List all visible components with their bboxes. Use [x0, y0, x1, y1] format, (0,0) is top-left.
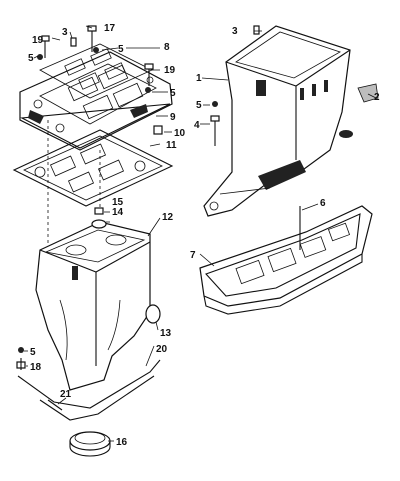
upper-housing	[203, 25, 353, 217]
callout-4: 4	[194, 120, 200, 131]
washer-5-housing	[212, 101, 218, 107]
clip-21	[47, 399, 63, 411]
callout-3: 3	[62, 27, 68, 38]
bolt-18	[16, 358, 26, 370]
dowel-pin-3-right	[253, 25, 260, 35]
bolt-4	[210, 115, 220, 146]
washer-5-top	[93, 47, 99, 53]
callout-6: 6	[320, 198, 326, 209]
callout-10: 10	[174, 128, 186, 139]
callout-16: 16	[116, 437, 128, 448]
oil-pan	[199, 205, 373, 315]
callout-5: 5	[28, 53, 34, 64]
callout-17: 17	[104, 23, 116, 34]
seal-strip-20	[17, 359, 161, 421]
callout-15: 15	[112, 197, 124, 208]
plug-10	[153, 125, 163, 135]
callout-9: 9	[170, 112, 176, 123]
callout-5: 5	[170, 88, 176, 99]
callout-5: 5	[118, 44, 124, 55]
callout-labels: 19 3 17 5 5 8 19 5 9 10 11 1 3 2 5 4 6 7…	[28, 23, 380, 448]
cover-2	[357, 83, 379, 103]
callout-7: 7	[190, 250, 196, 261]
plug-13	[145, 304, 161, 324]
screw-15	[94, 207, 104, 215]
bolt-19-right	[144, 63, 154, 86]
bolt-17	[87, 25, 97, 52]
callout-19: 19	[32, 35, 44, 46]
callout-13: 13	[160, 328, 172, 339]
dowel-pin-3	[70, 37, 77, 47]
callout-20: 20	[156, 344, 168, 355]
callout-8: 8	[164, 42, 170, 53]
driveshaft-housing	[35, 221, 151, 391]
lower-gasket	[12, 129, 174, 207]
bolt-19-left	[41, 35, 50, 58]
callout-5: 5	[196, 100, 202, 111]
callout-14: 14	[112, 207, 124, 218]
washer-5-right	[145, 87, 151, 93]
callout-12: 12	[162, 212, 174, 223]
callout-19: 19	[164, 65, 176, 76]
callout-18: 18	[30, 362, 42, 373]
callout-1: 1	[196, 73, 202, 84]
callout-3: 3	[232, 26, 238, 37]
callout-21: 21	[60, 389, 72, 400]
washer-5-bottom	[18, 347, 24, 353]
callout-2: 2	[374, 92, 380, 103]
seal-14	[91, 219, 107, 229]
callout-5: 5	[30, 347, 36, 358]
callout-11: 11	[166, 140, 177, 151]
leader-lines	[24, 25, 377, 442]
grommet-16	[69, 431, 111, 457]
washer-5-left	[37, 54, 43, 60]
